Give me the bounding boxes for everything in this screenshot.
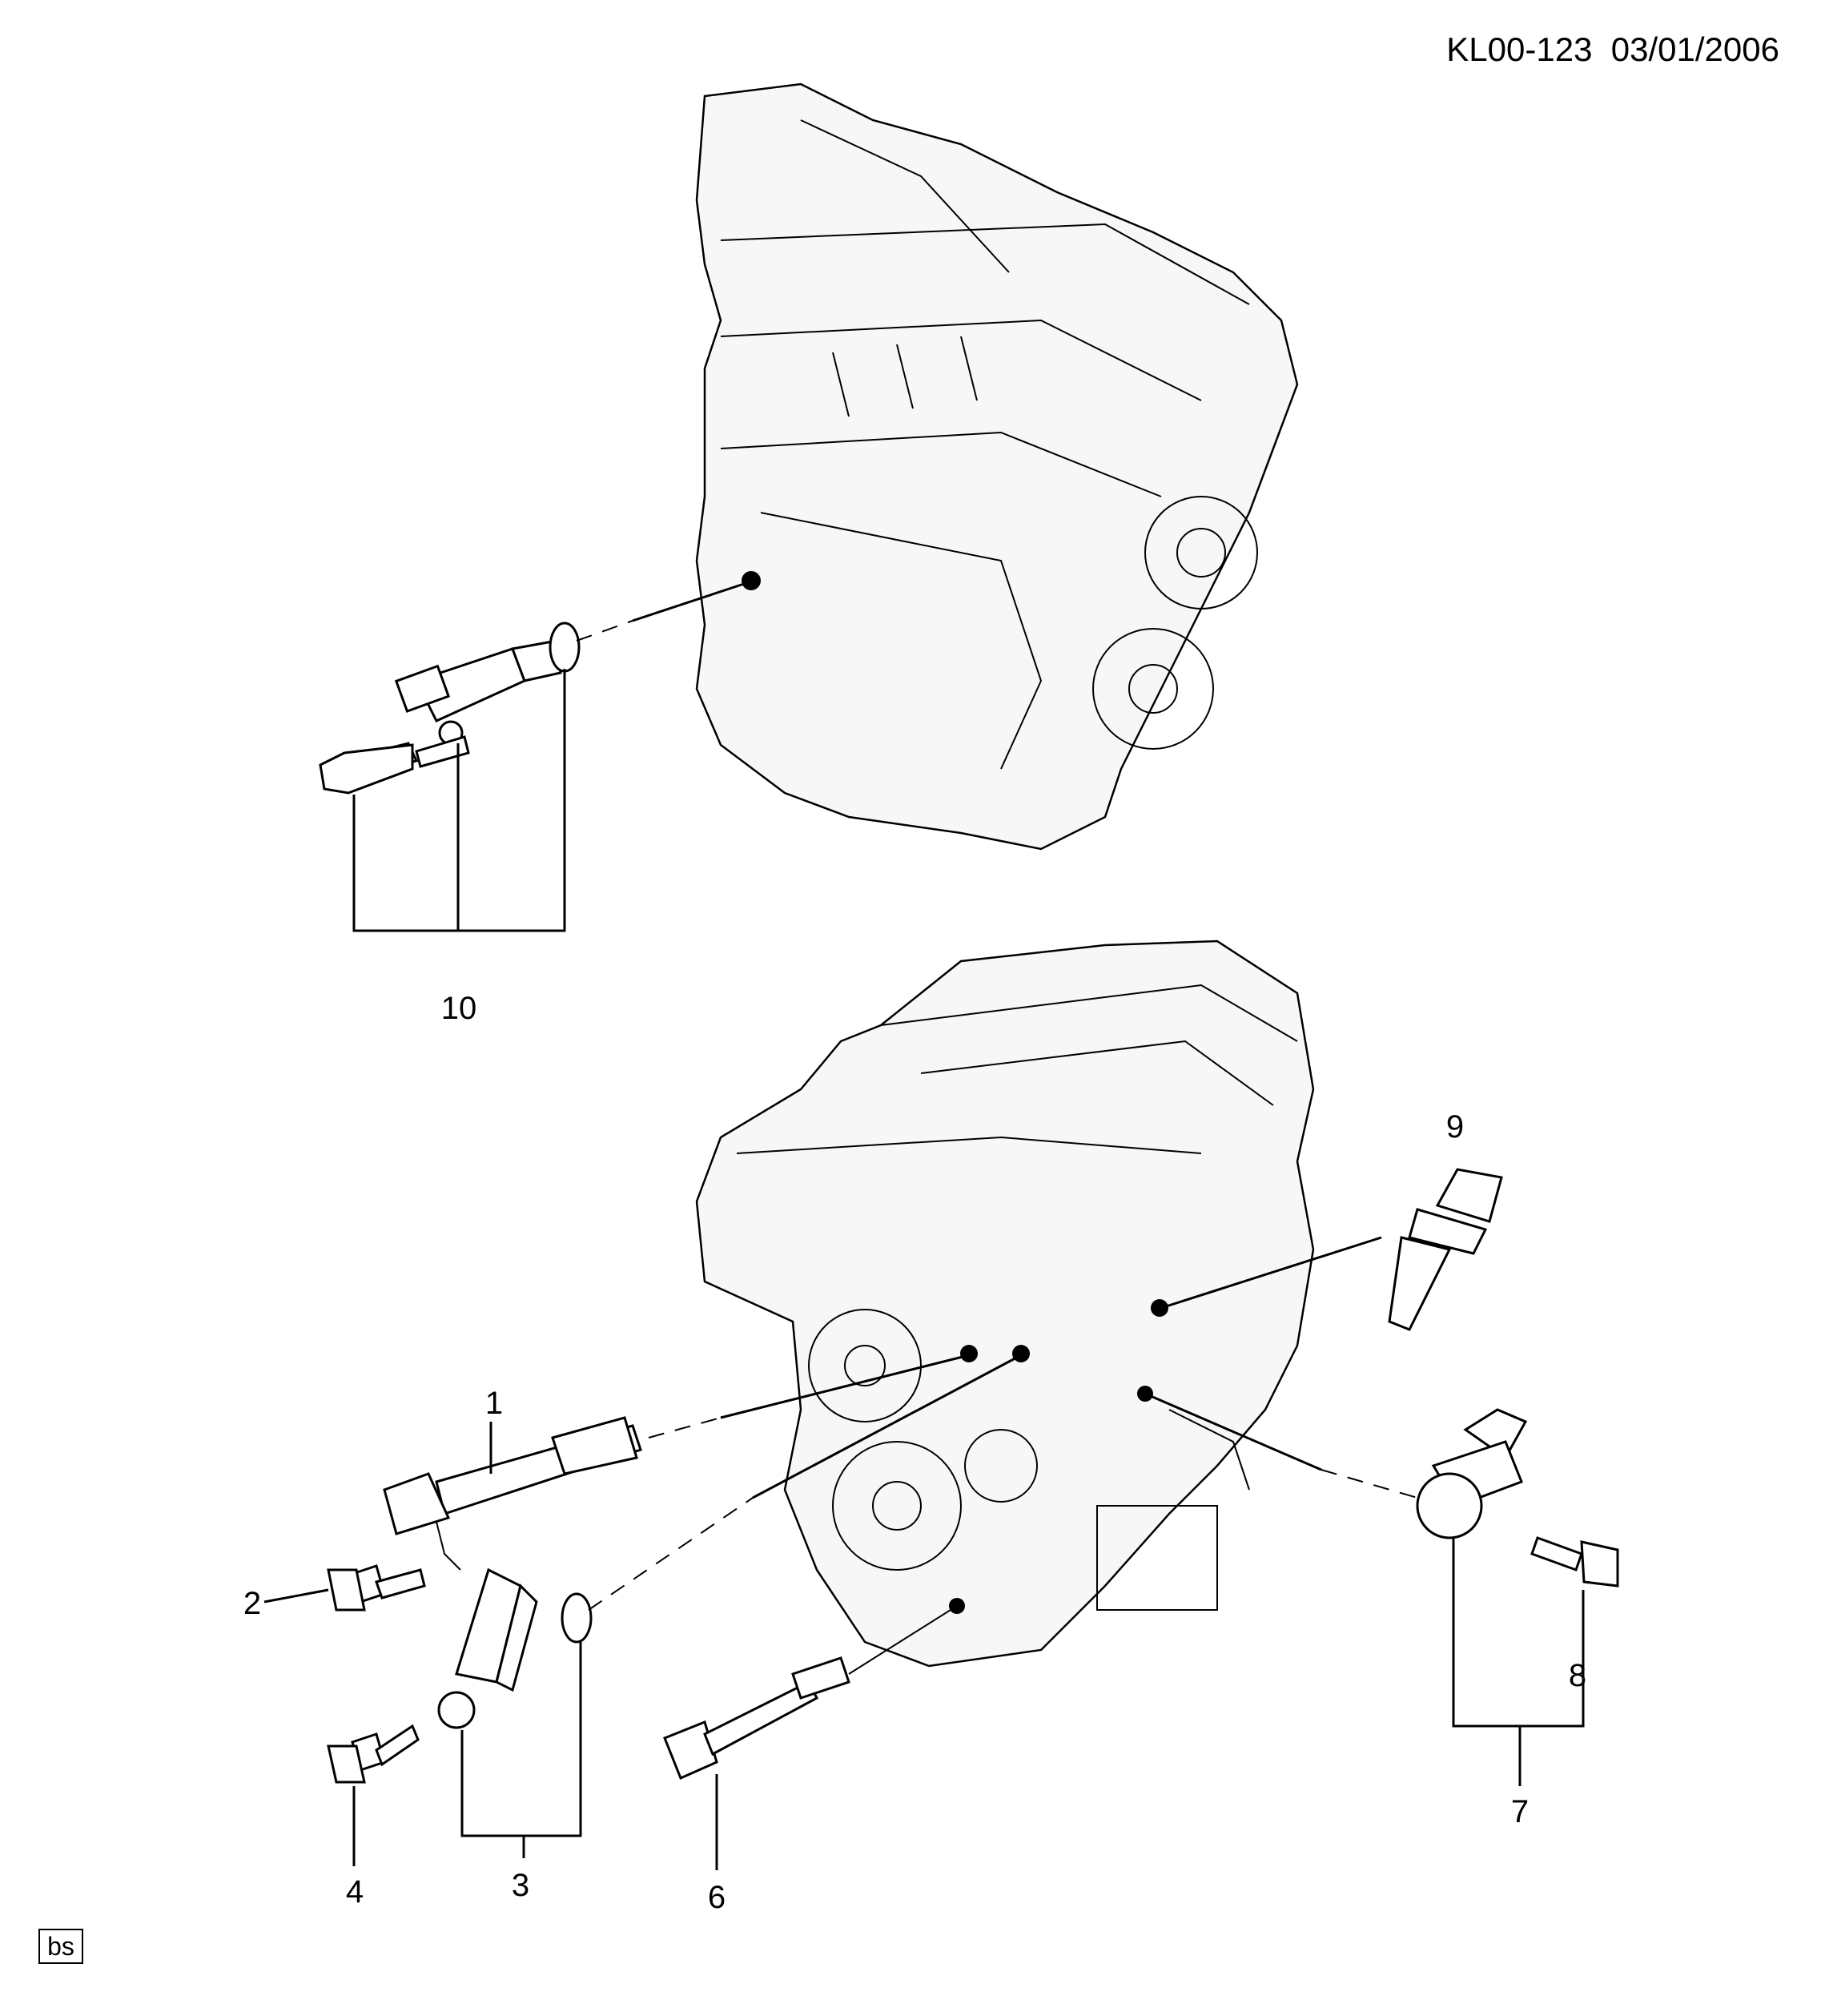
part-10-bolt [319,735,470,795]
part-3-seal-ring [561,1592,593,1644]
part-6-sensor [663,1656,850,1781]
diagram-id: KL00-123 [1446,30,1593,68]
callout-1: 1 [485,1386,503,1421]
callout-9: 9 [1446,1109,1464,1145]
callout-10: 10 [441,991,477,1026]
part-3-sensor [437,1567,538,1729]
part-4-bolt [327,1724,420,1784]
engine-lower [695,940,1315,1668]
callout-3-leader [460,1642,582,1858]
callout-8: 8 [1569,1658,1586,1693]
callout-3: 3 [512,1868,529,1903]
part-10-sensor [394,639,562,746]
part-10-seal-ring [549,622,581,673]
callout-6: 6 [708,1880,726,1915]
callout-4: 4 [346,1874,364,1909]
callout-7: 7 [1511,1794,1529,1829]
diagram-code: KL00-123 03/01/2006 [1446,30,1779,69]
engine-upper [695,82,1299,851]
callout-10-leader [352,669,566,932]
part-1-solenoid [383,1416,642,1571]
footer-tag: bs [38,1929,83,1964]
diagram-date: 03/01/2006 [1610,30,1779,68]
callout-7-leader [1452,1538,1585,1786]
part-2-bolt [327,1564,426,1612]
part-9-sensor [1388,1168,1503,1331]
part-7-sensor [1416,1408,1528,1539]
callout-2: 2 [243,1586,261,1621]
part-8-bolt [1530,1536,1619,1587]
